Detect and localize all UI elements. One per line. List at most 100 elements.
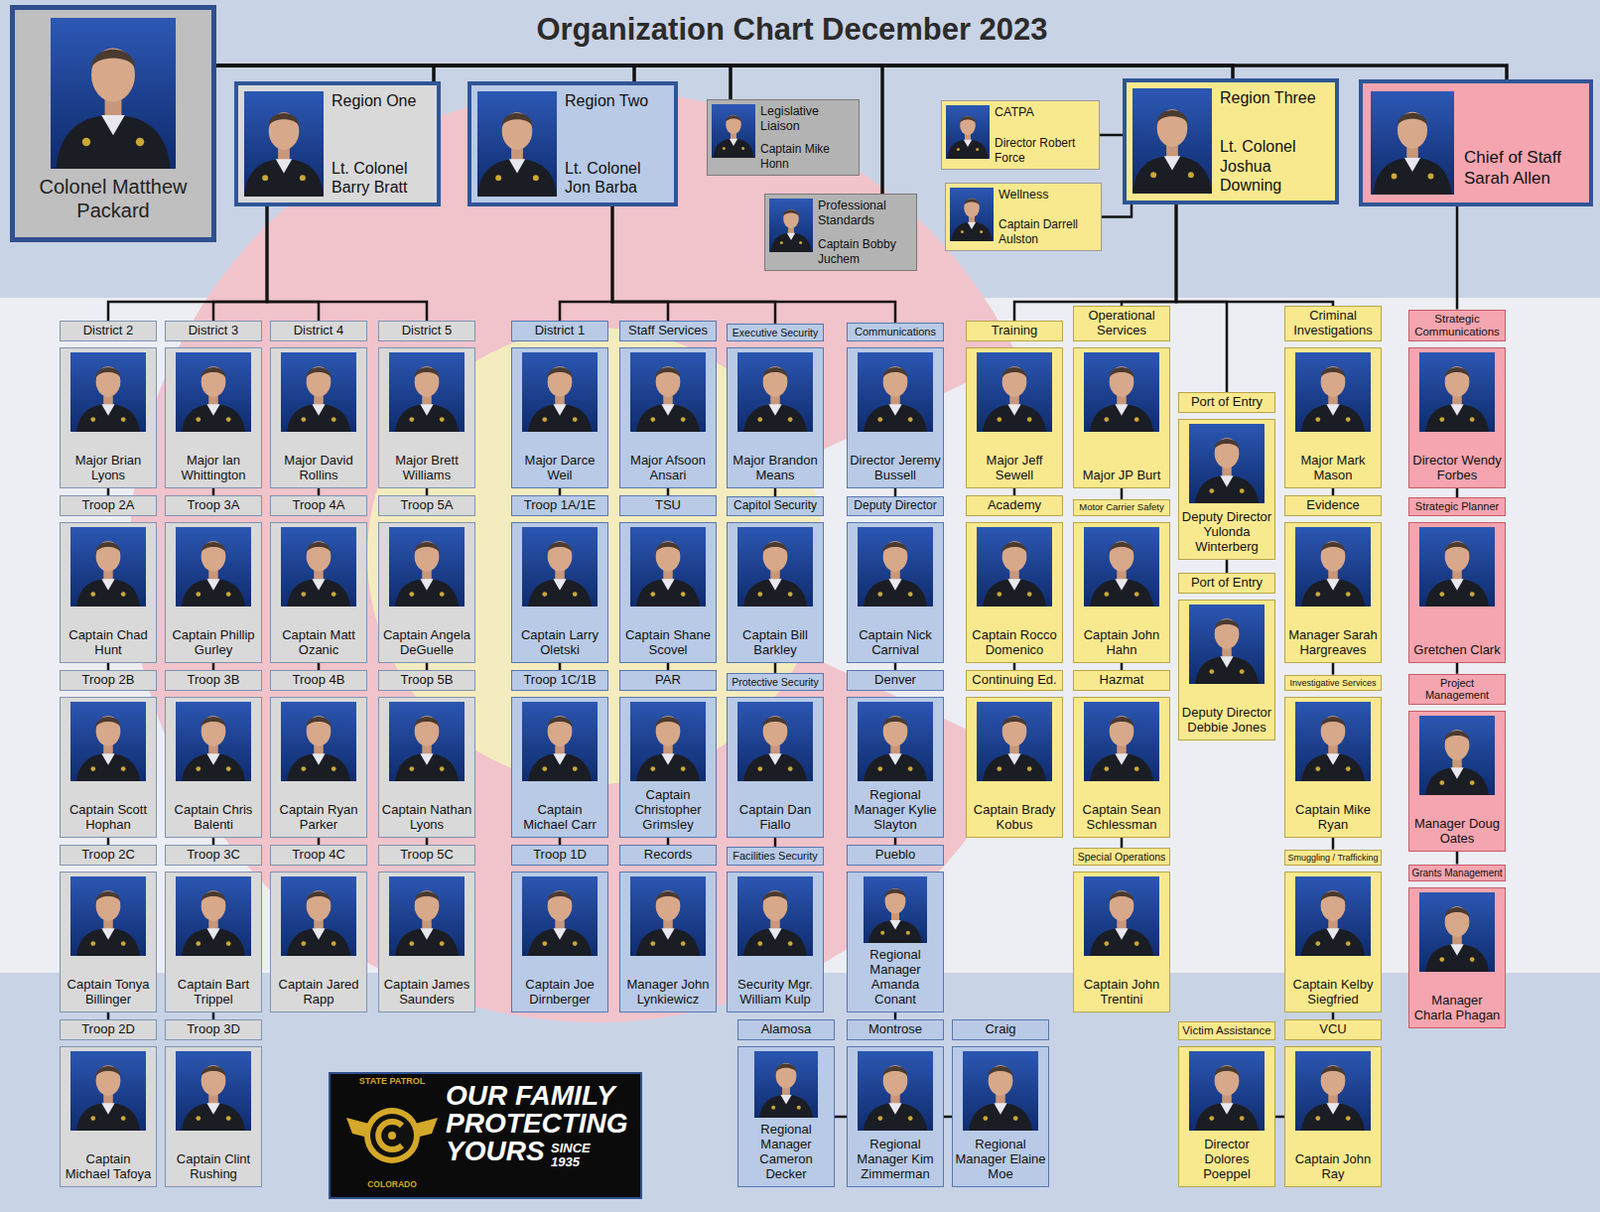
portrait-photo [70, 352, 146, 432]
unit-box: Troop 3ACaptain Phillip Gurley [164, 495, 263, 664]
logo-text: SINCE 1935 [550, 1141, 603, 1169]
role-heading: Legislative Liaison [760, 104, 855, 134]
unit-heading: Troop 3B [164, 669, 263, 691]
org-connector [1176, 204, 1334, 306]
org-connector [107, 837, 111, 845]
portrait-photo [175, 352, 252, 432]
person-name: Captain Clint Rushing [167, 1152, 260, 1183]
portrait-photo [857, 1051, 934, 1131]
role-name: Captain Mike Honn [760, 141, 855, 171]
portrait-photo [1295, 1051, 1371, 1131]
org-connector [612, 206, 668, 321]
unit-box: CommunicationsDirector Jeremy Bussell [846, 322, 944, 489]
unit-heading: VCU [1284, 1019, 1382, 1041]
person-card: Captain Mike Ryan [1284, 696, 1382, 838]
portrait-photo [50, 17, 176, 169]
unit-heading: PAR [619, 669, 717, 691]
unit-heading: Records [619, 844, 717, 866]
role-name: Director Robert Force [994, 135, 1095, 165]
unit-box: Special OperationsCaptain John Trentini [1072, 847, 1171, 1013]
portrait-photo [1370, 91, 1455, 195]
person-card: Regional Manager Elaine Moe [951, 1046, 1050, 1188]
unit-heading: Troop 2A [59, 495, 157, 517]
person-card: Captain Kelby Siegfried [1284, 871, 1382, 1013]
unit-box: Port of EntryDeputy Director Debbie Jone… [1178, 572, 1276, 741]
unit-box: District 5Major Brett Williams [378, 320, 476, 489]
unit-box: PuebloRegional Manager Amanda Conant [846, 844, 944, 1013]
role-box: Professional StandardsCaptain Bobby Juch… [764, 193, 918, 271]
unit-heading: Hazmat [1072, 669, 1171, 691]
person-card: Manager Charla Phagan [1408, 887, 1506, 1029]
org-connector [266, 206, 427, 321]
portrait-photo [175, 1051, 252, 1131]
org-connector [1120, 488, 1124, 500]
role-text-column: Legislative LiaisonCaptain Mike Honn [755, 104, 855, 171]
unit-box: VCU Captain John Ray [1284, 1019, 1382, 1188]
unit-box: Troop 1DCaptain Joe Dirnberger [511, 844, 609, 1013]
portrait-photo [175, 701, 252, 782]
person-card: Captain John Hahn [1072, 522, 1171, 664]
person-name: Regional Manager Elaine Moe [954, 1137, 1047, 1183]
unit-box: District 2Major Brian Lyons [59, 320, 157, 489]
org-connector [107, 663, 111, 670]
unit-heading: District 3 [164, 320, 263, 342]
unit-heading: Troop 4A [269, 495, 368, 517]
unit-box: Facilities SecuritySecurity Mgr. William… [726, 846, 824, 1013]
unit-box: Troop 5BCaptain Nathan Lyons [378, 669, 476, 838]
person-card: Regional Manager Kylie Slayton [846, 696, 944, 838]
role-box: Region OneLt. Colonel Barry Bratt [234, 81, 441, 207]
org-connector [1456, 663, 1460, 674]
person-card: Regional Manager Amanda Conant [846, 871, 944, 1013]
person-name: Regional Manager Kylie Slayton [849, 788, 941, 833]
role-text-column: Professional StandardsCaptain Bobby Juch… [812, 198, 913, 267]
portrait-photo [280, 876, 357, 956]
role-box: Region TwoLt. Colonel Jon Barba [467, 81, 678, 207]
role-box: Chief of Staff Sarah Allen [1358, 79, 1594, 207]
portrait-photo [1083, 352, 1160, 432]
role-text-column: WellnessCaptain Darrell Aulston [993, 187, 1097, 247]
person-card: Manager John Lynkiewicz [619, 871, 717, 1013]
portrait-photo [70, 701, 146, 782]
person-name: Major Darce Weil [514, 453, 606, 484]
person-card: Regional Manager Cameron Decker [737, 1046, 835, 1188]
role-name: Lt. Colonel Jon Barba [564, 158, 668, 197]
person-card: Captain Rocco Domenico [965, 522, 1064, 664]
person-name: Captain John Ray [1287, 1152, 1379, 1183]
unit-heading: Troop 2B [59, 669, 157, 691]
portrait-photo [1189, 604, 1265, 684]
person-card: Major Brett Williams [378, 347, 476, 489]
portrait-photo [175, 876, 252, 956]
role-text-column: Region OneLt. Colonel Barry Bratt [323, 91, 431, 197]
portrait-photo [1295, 527, 1371, 607]
unit-box: Operational ServicesMajor JP Burt [1072, 305, 1171, 489]
person-name: Manager Sarah Hargreaves [1287, 628, 1379, 659]
person-card: Captain John Trentini [1072, 871, 1171, 1013]
person-name: Major Mark Mason [1287, 453, 1379, 484]
person-name: Captain Angela DeGuelle [381, 628, 473, 659]
unit-box: Troop 2CCaptain Tonya Billinger [59, 844, 157, 1013]
role-text-column: CATPADirector Robert Force [989, 105, 1095, 165]
person-card: Captain Joe Dirnberger [511, 871, 609, 1013]
person-name: Captain Scott Hophan [62, 802, 154, 833]
unit-box: PARCaptain Christopher Grimsley [619, 669, 717, 838]
person-name: Captain Nick Carnival [849, 628, 941, 659]
portrait-photo [769, 198, 813, 253]
role-name: Captain Bobby Juchem [817, 237, 913, 267]
unit-box: Victim AssistanceDirector Dolores Poeppe… [1178, 1021, 1276, 1188]
role-box: Region ThreeLt. Colonel Joshua Downing [1122, 78, 1339, 205]
unit-box: Strategic CommunicationsDirector Wendy F… [1408, 309, 1506, 489]
person-card: Captain Nathan Lyons [378, 696, 476, 838]
unit-heading: Alamosa [737, 1019, 835, 1041]
unit-heading: Criminal Investigations [1284, 305, 1382, 342]
person-name: Captain John Hahn [1075, 628, 1168, 659]
portrait-photo [1295, 701, 1371, 782]
unit-heading: Troop 1A/1E [511, 495, 609, 517]
person-card: Captain James Saunders [378, 871, 476, 1013]
org-connector [266, 206, 319, 321]
unit-box: Smuggling / TraffickingCaptain Kelby Sie… [1284, 849, 1382, 1013]
unit-box: Staff ServicesMajor Afsoon Ansari [619, 320, 717, 489]
portrait-photo [280, 352, 357, 432]
role-heading: Region Two [564, 91, 668, 111]
person-card: Director Jeremy Bussell [846, 347, 944, 489]
person-name: Captain James Saunders [381, 977, 473, 1008]
